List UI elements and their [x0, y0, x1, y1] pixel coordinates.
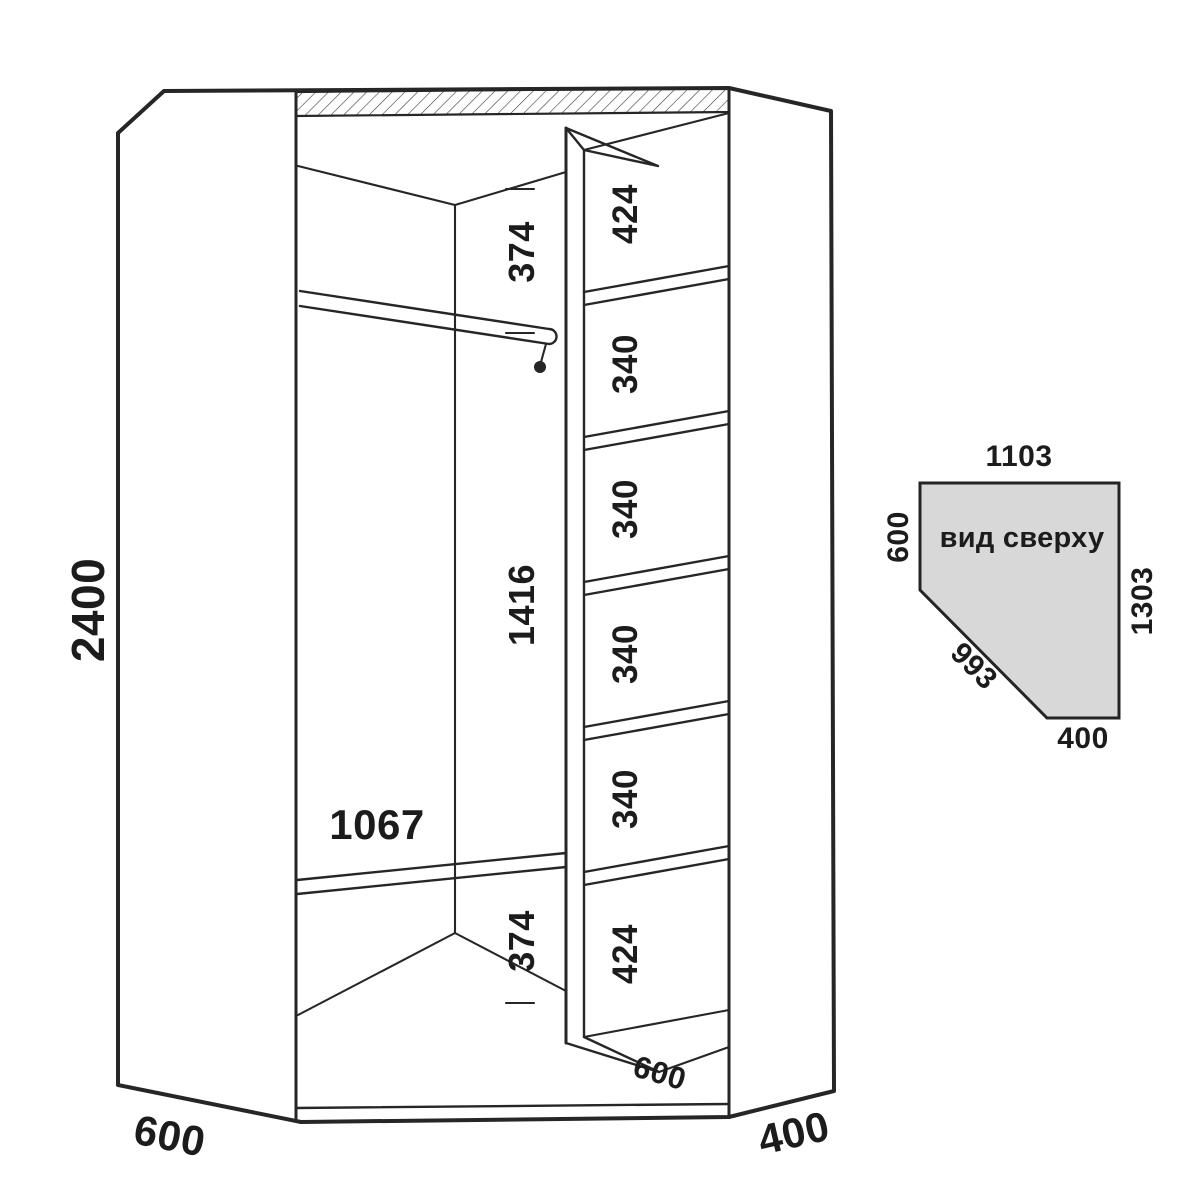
dim-shelf-width: 1067 [329, 801, 424, 848]
dim-right-col-6: 424 [606, 924, 645, 984]
dim-divider-depth: 600 [629, 1049, 690, 1097]
right-shelf-5 [582, 844, 731, 887]
cabinet-outline [116, 86, 836, 1124]
hanging-rail [298, 289, 558, 346]
dim-overall-height: 2400 [62, 558, 114, 662]
top-view-plan-shape [918, 481, 1121, 720]
top-view-title: вид сверху [940, 522, 1105, 554]
right-shelf-2 [582, 409, 731, 452]
dim-right-depth: 400 [754, 1102, 834, 1164]
divider-top-edge [564, 126, 660, 168]
dim-top-gap: 374 [501, 221, 542, 283]
dimension-ticks [504, 187, 536, 1005]
right-floor-back-edge [582, 1008, 731, 1039]
ceiling-back-edges [296, 164, 568, 207]
dim-right-col-4: 340 [606, 624, 645, 684]
tv-dim-right-side: 1303 [1126, 567, 1159, 636]
right-shelf-3 [582, 554, 731, 597]
top-view: вид сверху 1103 600 1303 993 400 [882, 440, 1159, 755]
dim-bottom-gap: 374 [501, 910, 542, 972]
dim-right-col-1: 424 [606, 184, 645, 244]
right-shelf-4 [582, 699, 731, 742]
tv-dim-left-side: 600 [882, 511, 915, 563]
rail-bracket [539, 342, 548, 364]
tv-dim-front-width: 1103 [985, 440, 1052, 473]
floor-front-edge [294, 1102, 731, 1110]
right-floor-front-edge [657, 1045, 731, 1074]
dim-right-col-3: 340 [606, 479, 645, 539]
floor-back-edges [296, 931, 568, 1017]
dim-right-col-5: 340 [606, 769, 645, 829]
top-panel-strip [294, 86, 731, 118]
right-shelf-1 [582, 264, 731, 307]
left-shelf [295, 851, 568, 896]
tv-dim-bottom-side: 400 [1057, 722, 1109, 755]
rail-end-knob [534, 361, 546, 373]
right-ceiling-edge [582, 111, 731, 152]
front-view: 2400 600 400 1067 374 1416 374 424 340 3… [62, 86, 836, 1166]
dim-left-depth: 600 [130, 1106, 209, 1166]
dim-middle-gap: 1416 [501, 564, 542, 646]
dim-right-col-2: 340 [606, 334, 645, 394]
